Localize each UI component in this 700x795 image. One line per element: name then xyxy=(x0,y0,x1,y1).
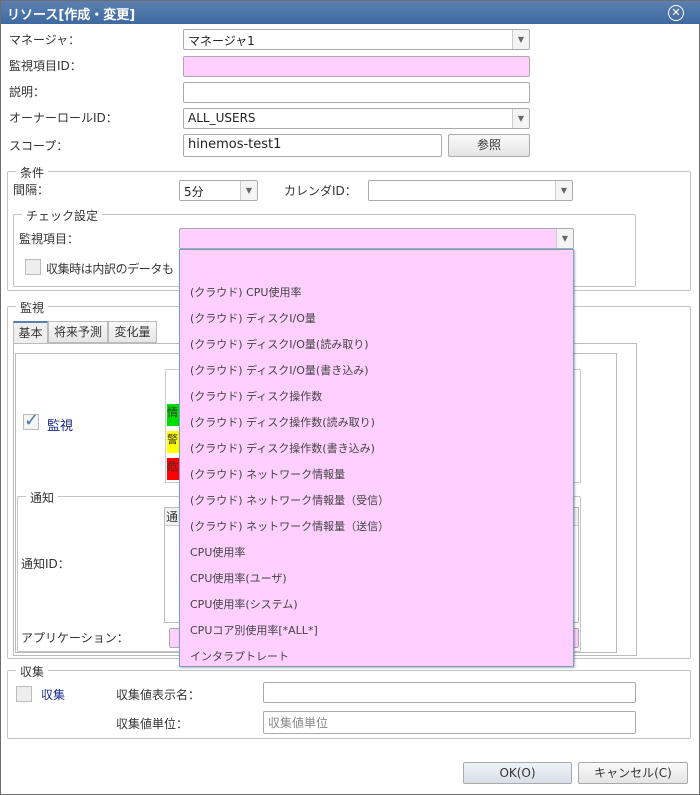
dropdown-option[interactable]: (クラウド) ディスク操作数 xyxy=(190,390,323,403)
collect-group-label: 収集 xyxy=(16,663,49,680)
dropdown-option[interactable]: (クラウド) ディスク操作数(読み取り) xyxy=(190,416,375,429)
notify-group-label: 通知 xyxy=(26,489,59,506)
scope-label: スコープ： xyxy=(9,139,69,153)
chevron-down-icon: ▼ xyxy=(512,109,529,128)
display-name-label: 収集値表示名： xyxy=(116,688,201,702)
severity-warning: 警 xyxy=(167,431,179,453)
owner-role-label: オーナーロールID： xyxy=(9,111,118,125)
monitor-item-label: 監視項目： xyxy=(19,232,80,246)
application-label: アプリケーション： xyxy=(21,631,129,645)
dropdown-option[interactable]: CPUコア別使用率[*ALL*] xyxy=(190,624,318,637)
severity-critical: 危 xyxy=(167,458,179,480)
tab-change[interactable]: 変化量 xyxy=(108,321,157,343)
monitor-check-label: 監視 xyxy=(47,419,74,434)
dropdown-option[interactable]: (クラウド) ディスク操作数(書き込み) xyxy=(190,442,375,455)
dropdown-option[interactable]: (クラウド) ネットワーク情報量（受信） xyxy=(190,494,390,507)
calendar-label: カレンダID： xyxy=(284,184,357,198)
unit-label: 収集値単位： xyxy=(116,717,189,731)
monitor-id-input[interactable] xyxy=(183,56,530,77)
interval-label: 間隔： xyxy=(13,183,50,197)
interval-value: 5分 xyxy=(184,185,204,199)
breakdown-checkbox[interactable] xyxy=(25,259,41,275)
dropdown-option[interactable]: CPU使用率(ユーザ) xyxy=(190,572,287,585)
chevron-down-icon: ▼ xyxy=(512,30,529,49)
monitor-item-select[interactable]: ▼ xyxy=(179,228,574,249)
dropdown-option[interactable]: CPU使用率(システム) xyxy=(190,598,298,611)
tab-basic[interactable]: 基本 xyxy=(13,321,48,343)
check-settings-label: チェック設定 xyxy=(22,207,103,224)
display-name-input[interactable] xyxy=(263,682,636,703)
ok-button[interactable]: OK(O) xyxy=(463,762,572,784)
breakdown-label: 収集時は内訳のデータも xyxy=(46,262,174,276)
severity-info: 情 xyxy=(167,404,179,426)
chevron-down-icon: ▼ xyxy=(555,181,572,200)
dialog-title: リソース[作成・変更] xyxy=(7,8,136,23)
dropdown-option[interactable]: (クラウド) ディスクI/O量 xyxy=(190,312,316,325)
condition-group-label: 条件 xyxy=(16,164,49,181)
manager-value: マネージャ1 xyxy=(188,34,255,48)
collect-checkbox[interactable] xyxy=(16,686,32,702)
owner-role-value: ALL_USERS xyxy=(188,111,256,125)
dropdown-option[interactable]: (クラウド) ディスクI/O量(読み取り) xyxy=(190,338,369,351)
cancel-button[interactable]: キャンセル(C) xyxy=(578,762,688,784)
scope-input[interactable]: hinemos-test1 xyxy=(183,134,442,157)
interval-select[interactable]: 5分 ▼ xyxy=(179,180,258,201)
dropdown-option[interactable]: インタラプトレート xyxy=(190,650,289,663)
tab-forecast[interactable]: 将来予測 xyxy=(48,321,108,343)
calendar-select[interactable]: ▼ xyxy=(368,180,573,201)
description-input[interactable] xyxy=(183,82,530,103)
collect-group: 収集 xyxy=(7,663,691,739)
description-label: 説明： xyxy=(9,85,46,99)
dropdown-option[interactable]: CPU使用率 xyxy=(190,546,246,559)
notify-id-label: 通知ID： xyxy=(21,557,70,571)
dropdown-option[interactable]: (クラウド) ネットワーク情報量 xyxy=(190,468,346,481)
manager-label: マネージャ： xyxy=(9,33,81,47)
chevron-down-icon: ▼ xyxy=(556,229,573,248)
unit-input[interactable]: 収集値単位 xyxy=(263,711,636,734)
monitor-id-label: 監視項目ID： xyxy=(9,59,82,73)
monitor-checkbox[interactable]: ✓ xyxy=(23,410,40,431)
monitor-item-dropdown-list[interactable]: (クラウド) CPU使用率 (クラウド) ディスクI/O量 (クラウド) ディスクI… xyxy=(179,249,574,667)
collect-check-label: 収集 xyxy=(41,688,66,702)
monitor-group-label: 監視 xyxy=(16,299,49,316)
close-icon[interactable]: ✕ xyxy=(668,5,684,21)
dropdown-option[interactable]: (クラウド) CPU使用率 xyxy=(190,286,302,299)
manager-select[interactable]: マネージャ1 ▼ xyxy=(183,29,530,50)
dropdown-option[interactable]: (クラウド) ディスクI/O量(書き込み) xyxy=(190,364,369,377)
browse-button[interactable]: 参照 xyxy=(448,134,530,157)
chevron-down-icon: ▼ xyxy=(240,181,257,200)
title-bar: リソース[作成・変更] xyxy=(1,1,700,24)
dropdown-option[interactable]: (クラウド) ネットワーク情報量（送信） xyxy=(190,520,390,533)
owner-role-select[interactable]: ALL_USERS ▼ xyxy=(183,108,530,129)
